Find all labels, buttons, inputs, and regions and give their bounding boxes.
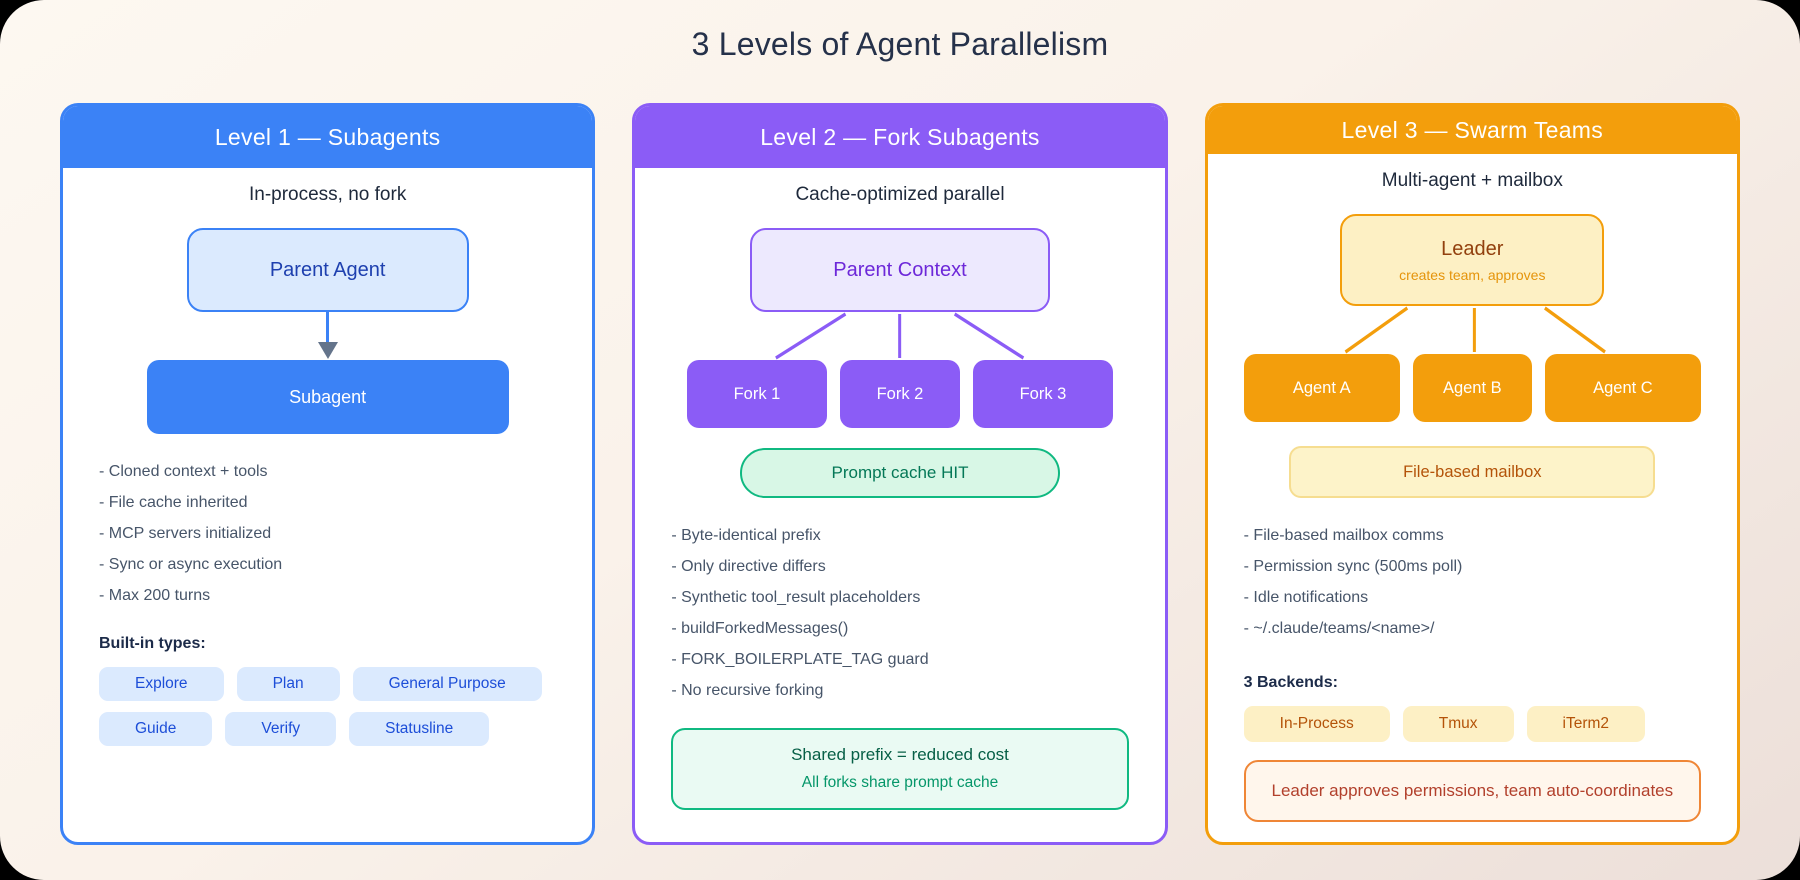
backends-label: 3 Backends: <box>1243 674 1338 691</box>
bullet-item: - Synthetic tool_result placeholders <box>671 589 921 606</box>
bullet-item: - File-based mailbox comms <box>1243 527 1444 544</box>
bullet-item: - MCP servers initialized <box>99 525 272 542</box>
bullet-item: - File cache inherited <box>99 494 248 511</box>
pill-verify: Verify <box>225 712 337 746</box>
fork-1-box: Fork 1 <box>686 360 827 428</box>
parent-agent-box: Parent Agent <box>186 228 469 312</box>
parent-context-box: Parent Context <box>749 228 1050 312</box>
level-2-bullets: - Byte-identical prefix - Only directive… <box>671 520 1128 706</box>
backend-pills: In-Process Tmux iTerm2 <box>1243 706 1701 742</box>
level-2-card: Level 2 — Fork Subagents Cache-optimized… <box>632 103 1168 845</box>
fork-3-box: Fork 3 <box>972 360 1113 428</box>
bullet-item: - ~/.claude/teams/<name>/ <box>1243 620 1435 637</box>
level-3-card: Level 3 — Swarm Teams Multi-agent + mail… <box>1204 103 1740 845</box>
agent-c-box: Agent C <box>1544 354 1701 422</box>
agent-a-box: Agent A <box>1243 354 1400 422</box>
bullet-item: - Cloned context + tools <box>99 463 268 480</box>
bullet-item: - Idle notifications <box>1243 589 1369 606</box>
shared-prefix-note: Shared prefix = reduced cost All forks s… <box>671 728 1129 810</box>
bullet-item: - buildForkedMessages() <box>671 620 849 637</box>
page-title: 3 Levels of Agent Parallelism <box>691 26 1109 62</box>
level-3-children: Agent A Agent B Agent C <box>1243 354 1701 422</box>
level-1-card: Level 1 — Subagents In-process, no fork … <box>60 103 596 845</box>
bullet-item: - FORK_BOILERPLATE_TAG guard <box>671 651 929 668</box>
pill-guide: Guide <box>99 712 213 746</box>
bullet-item: - Byte-identical prefix <box>671 527 821 544</box>
level-3-connector <box>1244 306 1701 354</box>
level-2-children: Fork 1 Fork 2 Fork 3 <box>671 360 1128 428</box>
note-line-1: Shared prefix = reduced cost <box>791 745 1009 764</box>
level-2-subtitle: Cache-optimized parallel <box>795 184 1005 205</box>
note-line-2: All forks share prompt cache <box>801 774 999 791</box>
level-1-connector <box>99 312 556 360</box>
subagent-box: Subagent <box>146 360 509 434</box>
builtin-types-label: Built-in types: <box>99 635 206 652</box>
parent-agent-label: Parent Agent <box>269 258 386 281</box>
parent-context-label: Parent Context <box>833 258 967 281</box>
bullet-item: - Permission sync (500ms poll) <box>1243 558 1463 575</box>
level-1-bullets: - Cloned context + tools - File cache in… <box>99 456 556 611</box>
level-1-subtitle: In-process, no fork <box>248 184 407 205</box>
level-1-children: Subagent <box>99 360 556 434</box>
level-1-body: In-process, no fork Parent Agent Subagen… <box>63 168 592 842</box>
pill-explore: Explore <box>99 667 224 701</box>
agent-b-box: Agent B <box>1412 354 1532 422</box>
level-2-connector <box>671 312 1128 360</box>
leader-sublabel: creates team, approves <box>1399 266 1546 283</box>
connector-lines-icon <box>1344 306 1606 354</box>
pill-general-purpose: General Purpose <box>352 667 542 701</box>
connector-lines-icon <box>775 312 1025 360</box>
level-1-header: Level 1 — Subagents <box>63 106 593 168</box>
pill-tmux: Tmux <box>1402 706 1514 742</box>
bullet-item: - Sync or async execution <box>99 556 283 573</box>
pill-plan: Plan <box>236 667 340 701</box>
level-2-body: Cache-optimized parallel Parent Context … <box>635 168 1164 842</box>
pill-in-process: In-Process <box>1243 706 1390 742</box>
cache-hit-badge: Prompt cache HIT <box>739 448 1060 498</box>
builtin-types-pills: Explore Plan General Purpose Guide Verif… <box>99 667 556 746</box>
level-3-subtitle: Multi-agent + mailbox <box>1381 170 1563 191</box>
leader-note: Leader approves permissions, team auto-c… <box>1243 760 1701 822</box>
level-2-header: Level 2 — Fork Subagents <box>635 106 1165 168</box>
bullet-item: - Max 200 turns <box>99 587 211 604</box>
mailbox-badge: File-based mailbox <box>1289 446 1656 498</box>
fork-2-box: Fork 2 <box>839 360 960 428</box>
level-3-body: Multi-agent + mailbox Leader creates tea… <box>1208 154 1737 842</box>
leader-box: Leader creates team, approves <box>1340 214 1605 306</box>
level-3-bullets: - File-based mailbox comms - Permission … <box>1244 520 1701 644</box>
level-3-header: Level 3 — Swarm Teams <box>1207 106 1737 154</box>
bullet-item: - No recursive forking <box>671 682 824 699</box>
arrow-down-icon <box>317 312 338 360</box>
note-line-1: Leader approves permissions, team auto-c… <box>1271 781 1674 800</box>
pill-iterm2: iTerm2 <box>1526 706 1646 742</box>
pill-statusline: Statusline <box>349 712 490 746</box>
bullet-item: - Only directive differs <box>671 558 826 575</box>
levels-row: Level 1 — Subagents In-process, no fork … <box>0 103 1800 845</box>
leader-label: Leader <box>1441 237 1504 260</box>
